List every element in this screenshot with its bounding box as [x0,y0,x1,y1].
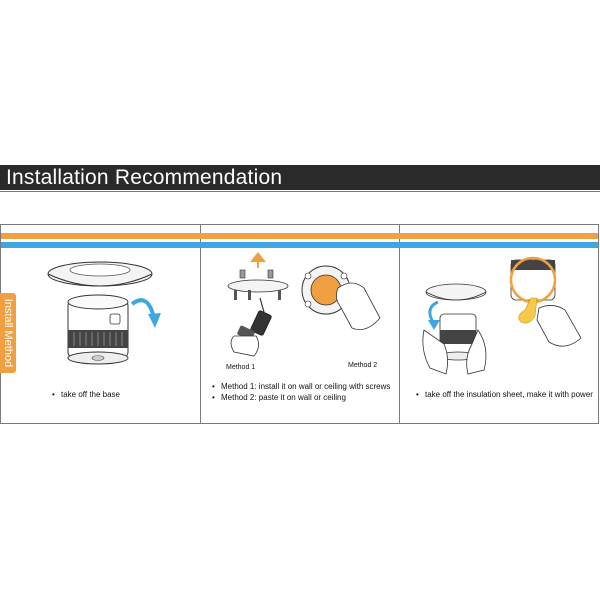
method-2-label: Method 2 [348,362,378,369]
panel-divider [200,224,201,424]
caption-method-2: • Method 2: paste it on wall or ceiling [212,392,346,403]
bullet: • [52,390,55,399]
header-divider [0,191,600,192]
caption-text: take off the insulation sheet, make it w… [425,390,593,399]
section-title: Installation Recommendation [6,166,283,189]
caption-text: Method 2: paste it on wall or ceiling [221,393,346,402]
detector-hands-illustration [422,283,487,375]
adhesive-mount-illustration [301,265,381,331]
caption-take-off-base: • take off the base [52,389,120,400]
blue-stripe [1,242,598,248]
screw-mount-illustration [227,252,289,357]
caption-method-1: • Method 1: install it on wall or ceiling… [212,381,390,392]
orange-stripe [1,233,598,239]
caption-text: take off the base [61,390,121,399]
insulation-sheet-illustration [509,256,582,347]
install-method-label: Install Method [2,298,14,368]
caption-text: Method 1: install it on wall or ceiling … [221,382,391,391]
bullet: • [416,390,419,399]
install-method-tab: Install Method [0,293,16,373]
bullet: • [212,393,215,402]
bullet: • [212,382,215,391]
section-header: Installation Recommendation [0,165,600,190]
panel-divider [399,224,400,424]
detector-removal-illustration [47,261,161,365]
method-1-label: Method 1 [226,364,256,371]
caption-insulation-sheet: • take off the insulation sheet, make it … [416,389,593,400]
